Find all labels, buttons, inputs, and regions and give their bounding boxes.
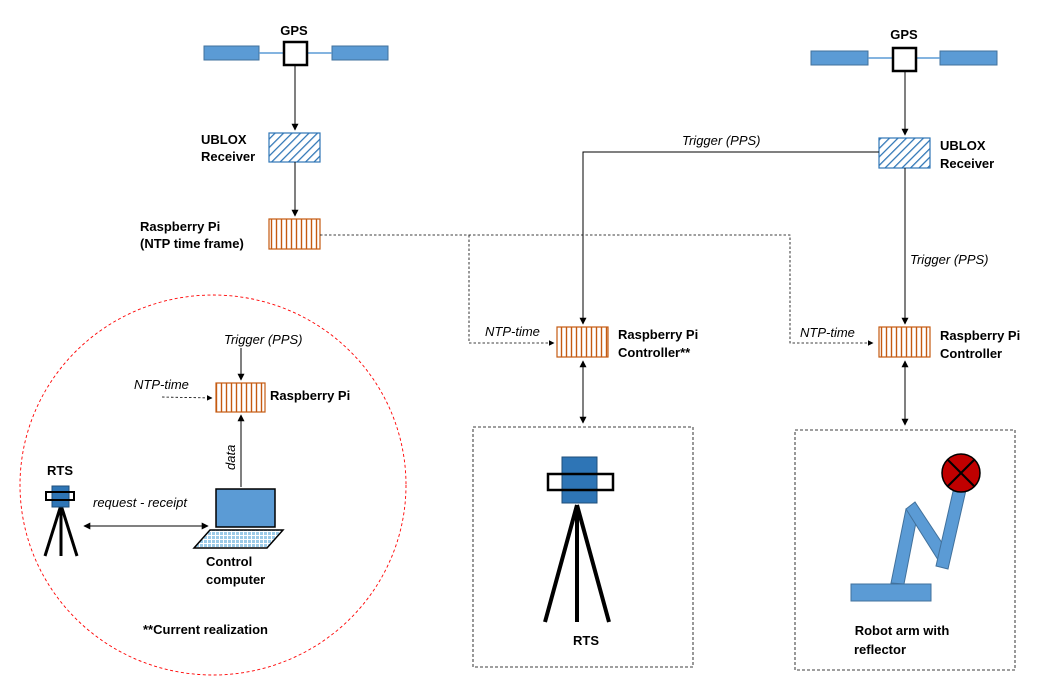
gps-satellite-left — [203, 40, 389, 67]
rpi-ntp-label-2: (NTP time frame) — [140, 236, 244, 251]
ntp-time-label-right: NTP-time — [800, 325, 855, 340]
ublox-label-right-1: UBLOX — [940, 138, 986, 153]
ublox-label-left-2: Receiver — [201, 149, 255, 164]
raspberry-pi-controller-right — [878, 326, 931, 358]
raspberry-pi-inner — [215, 382, 266, 413]
gps-label-right: GPS — [890, 27, 918, 42]
raspberry-pi-ntp — [268, 218, 321, 250]
ublox-receiver-right — [878, 137, 931, 169]
data-label: data — [223, 445, 238, 470]
robot-arm-label-2: reflector — [854, 642, 906, 657]
current-realization-circle — [19, 294, 407, 676]
ntp-time-label-inner: NTP-time — [134, 377, 189, 392]
rts-tripod-small — [43, 485, 79, 557]
control-computer-label-2: computer — [206, 572, 265, 587]
rpi-controller-label-1: Raspberry Pi — [940, 328, 1020, 343]
gps-satellite-right — [810, 46, 998, 73]
ntp-time-label-middle: NTP-time — [485, 324, 540, 339]
raspberry-pi-controller-middle — [556, 326, 609, 358]
current-realization-label: **Current realization — [143, 622, 268, 637]
rts-tripod-large — [543, 456, 615, 623]
rpi-controller-star-label-1: Raspberry Pi — [618, 327, 698, 342]
rts-box-middle — [472, 426, 694, 668]
ublox-label-left-1: UBLOX — [201, 132, 247, 147]
ntp-arrow-inner — [161, 395, 213, 401]
rpi-ntp-label-1: Raspberry Pi — [140, 219, 220, 234]
gps-label-left: GPS — [280, 23, 308, 38]
trigger-label-inner: Trigger (PPS) — [224, 332, 303, 347]
trigger-label-right: Trigger (PPS) — [910, 252, 989, 267]
rts-label-small: RTS — [47, 463, 73, 478]
trigger-line-middle — [579, 151, 879, 325]
request-receipt-label: request - receipt — [93, 495, 188, 510]
rpi-controller-label-2: Controller — [940, 346, 1002, 361]
trigger-label-top: Trigger (PPS) — [682, 133, 761, 148]
robot-arm-label-1: Robot arm with — [855, 623, 950, 638]
raspberry-pi-inner-label: Raspberry Pi — [270, 388, 350, 403]
robot-arm-box — [794, 429, 1016, 671]
ublox-receiver-left — [268, 132, 321, 163]
rts-label-middle: RTS — [573, 633, 599, 648]
control-computer-label-1: Control — [206, 554, 252, 569]
rpi-controller-star-label-2: Controller** — [618, 345, 691, 360]
laptop-icon — [192, 488, 285, 549]
ntp-distribution-lines — [320, 234, 874, 346]
ublox-label-right-2: Receiver — [940, 156, 994, 171]
robot-arm — [850, 453, 981, 602]
